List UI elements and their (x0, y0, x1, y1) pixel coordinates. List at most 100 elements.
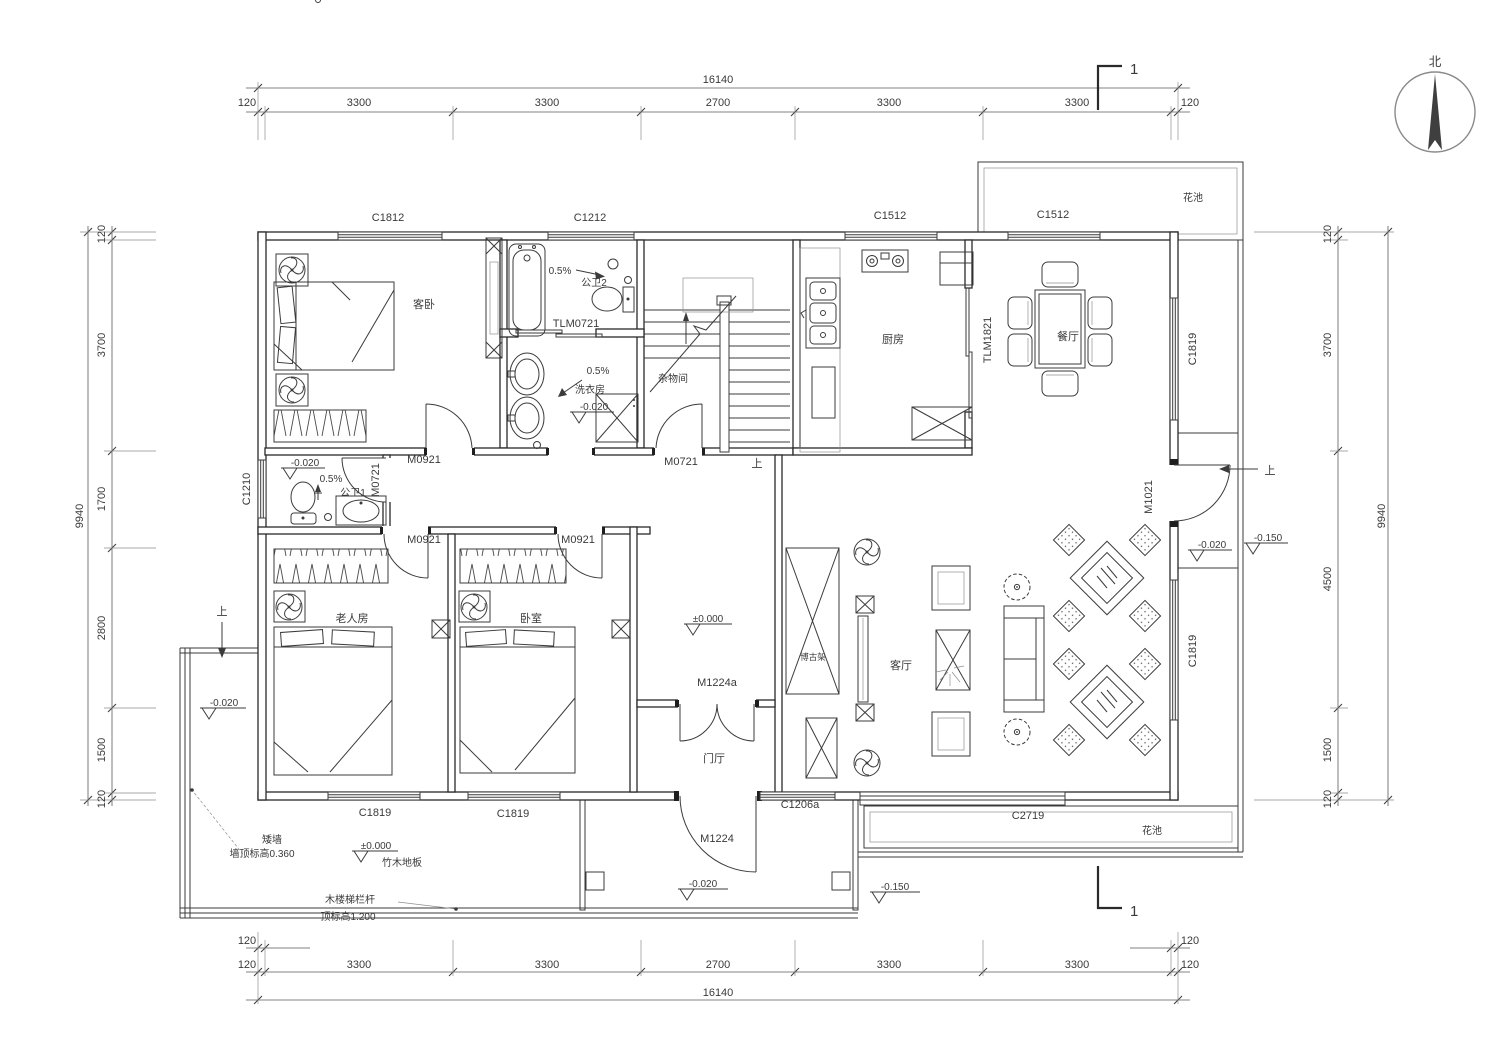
up-label-entry: 上 (1265, 464, 1276, 477)
stairs (644, 277, 790, 453)
fan-icon (460, 593, 488, 621)
slope-label: 0.5% (549, 266, 572, 277)
fixtures (290, 0, 974, 526)
dim: 120 (238, 935, 256, 947)
bed-guest (273, 281, 395, 371)
up-label-deck: 上 (217, 605, 228, 618)
wardrobe-elder (273, 548, 389, 584)
kitchen-island (811, 366, 836, 419)
floor-drain (624, 276, 632, 284)
door-code: M0721 (370, 463, 382, 497)
bathtub (508, 243, 546, 337)
window-c1210 (257, 459, 267, 519)
section-number-bottom: 1 (1130, 903, 1138, 920)
window-code: C1512 (874, 210, 906, 222)
dim: 120 (1181, 97, 1199, 109)
dining-chairs (1007, 261, 1113, 397)
dim: 2800 (96, 616, 108, 640)
room-label-elder: 老人房 (336, 612, 369, 625)
dim: 120 (96, 225, 108, 243)
window-code: C1819 (497, 808, 529, 820)
display-shelf (785, 547, 840, 779)
dim: 3300 (535, 959, 559, 971)
north-label: 北 (1429, 55, 1442, 69)
plant-icon (1003, 573, 1031, 601)
porch-column (585, 871, 605, 891)
level-label: -0.020 (210, 698, 239, 709)
dimension-lines (80, 82, 1394, 1005)
wall-corridor (264, 447, 794, 456)
window-code: C1819 (359, 807, 391, 819)
dim: 1500 (1322, 738, 1334, 762)
dim: 4500 (1322, 567, 1334, 591)
window-c1212 (547, 231, 635, 241)
door-arc-bath1 (341, 457, 387, 503)
room-label-kitchen: 厨房 (882, 333, 904, 346)
door-code: M0921 (561, 534, 595, 546)
note-rail-top: 顶标高1.200 (320, 910, 375, 923)
note-low-wall: 矮墙 (262, 833, 282, 846)
door-code: TLM0721 (553, 318, 599, 330)
dim: 3300 (1065, 97, 1089, 109)
floor-drain (533, 441, 541, 449)
window-c1812 (337, 231, 443, 241)
section-number-top: 1 (1130, 61, 1138, 78)
flower-bed-top (977, 161, 1244, 241)
mahjong-table (1052, 647, 1162, 757)
window-code: C1210 (241, 473, 253, 505)
window-c1206a (759, 791, 836, 801)
dim: 2700 (706, 959, 730, 971)
window-c2719 (859, 791, 1066, 806)
slope-label: 0.5% (587, 366, 610, 377)
door-arc-m1224a (679, 703, 755, 742)
dim-top-total: 16140 (703, 74, 734, 86)
flower-bed-bottom (863, 805, 1239, 849)
kitchen-sink (800, 277, 841, 349)
window-c1512-kitchen (844, 231, 938, 241)
level-label: -0.020 (689, 879, 718, 890)
dim: 3300 (347, 97, 371, 109)
dim: 120 (1322, 225, 1334, 243)
level-marks (200, 269, 1288, 904)
dim: 3300 (1065, 959, 1089, 971)
door-code: M1224a (697, 677, 738, 689)
section-mark-top (1096, 64, 1122, 110)
sliding-door-tlm0721 (515, 329, 563, 334)
furniture (273, 237, 1162, 779)
room-label-dining: 餐厅 (1057, 329, 1079, 343)
compass-circle (1394, 71, 1476, 153)
dim: 1500 (96, 738, 108, 762)
porch-column (831, 871, 851, 891)
level-label: ±0.000 (693, 614, 724, 625)
low-wall-leader (191, 789, 247, 859)
sliding-door-tlm1821 (965, 287, 970, 357)
armchair (931, 711, 971, 757)
room-label-storage: 杂物间 (658, 372, 688, 385)
dim: 3700 (1322, 333, 1334, 357)
north-needle-icon (1428, 74, 1442, 150)
door-arc-guest (425, 403, 473, 449)
door-code: M1021 (1143, 480, 1155, 514)
label-flower-bed-top: 花池 (1183, 191, 1203, 204)
dim: 120 (1181, 959, 1199, 971)
washing-machine (595, 393, 639, 443)
toilet-bath1 (290, 481, 317, 525)
nightstand (275, 373, 309, 407)
porch-right-edge (852, 799, 859, 911)
window-code: C1212 (574, 212, 606, 224)
floor-drain (324, 513, 332, 521)
dim: 1700 (96, 487, 108, 511)
wardrobe-bedroom (459, 548, 567, 584)
stove (861, 249, 909, 273)
level-label: -0.150 (1254, 533, 1283, 544)
labels: 16140 120 3300 3300 2700 3300 3300 120 1… (74, 74, 1388, 999)
window-c1819-right-bottom (1169, 579, 1179, 721)
nightstand (458, 590, 491, 623)
room-label-foyer: 门厅 (703, 751, 725, 765)
dim: 3300 (347, 959, 371, 971)
doors (341, 287, 1231, 873)
deck-left-wall (179, 648, 191, 918)
window-code: C1512 (1037, 209, 1069, 221)
dim-right-total: 9940 (1376, 504, 1388, 528)
